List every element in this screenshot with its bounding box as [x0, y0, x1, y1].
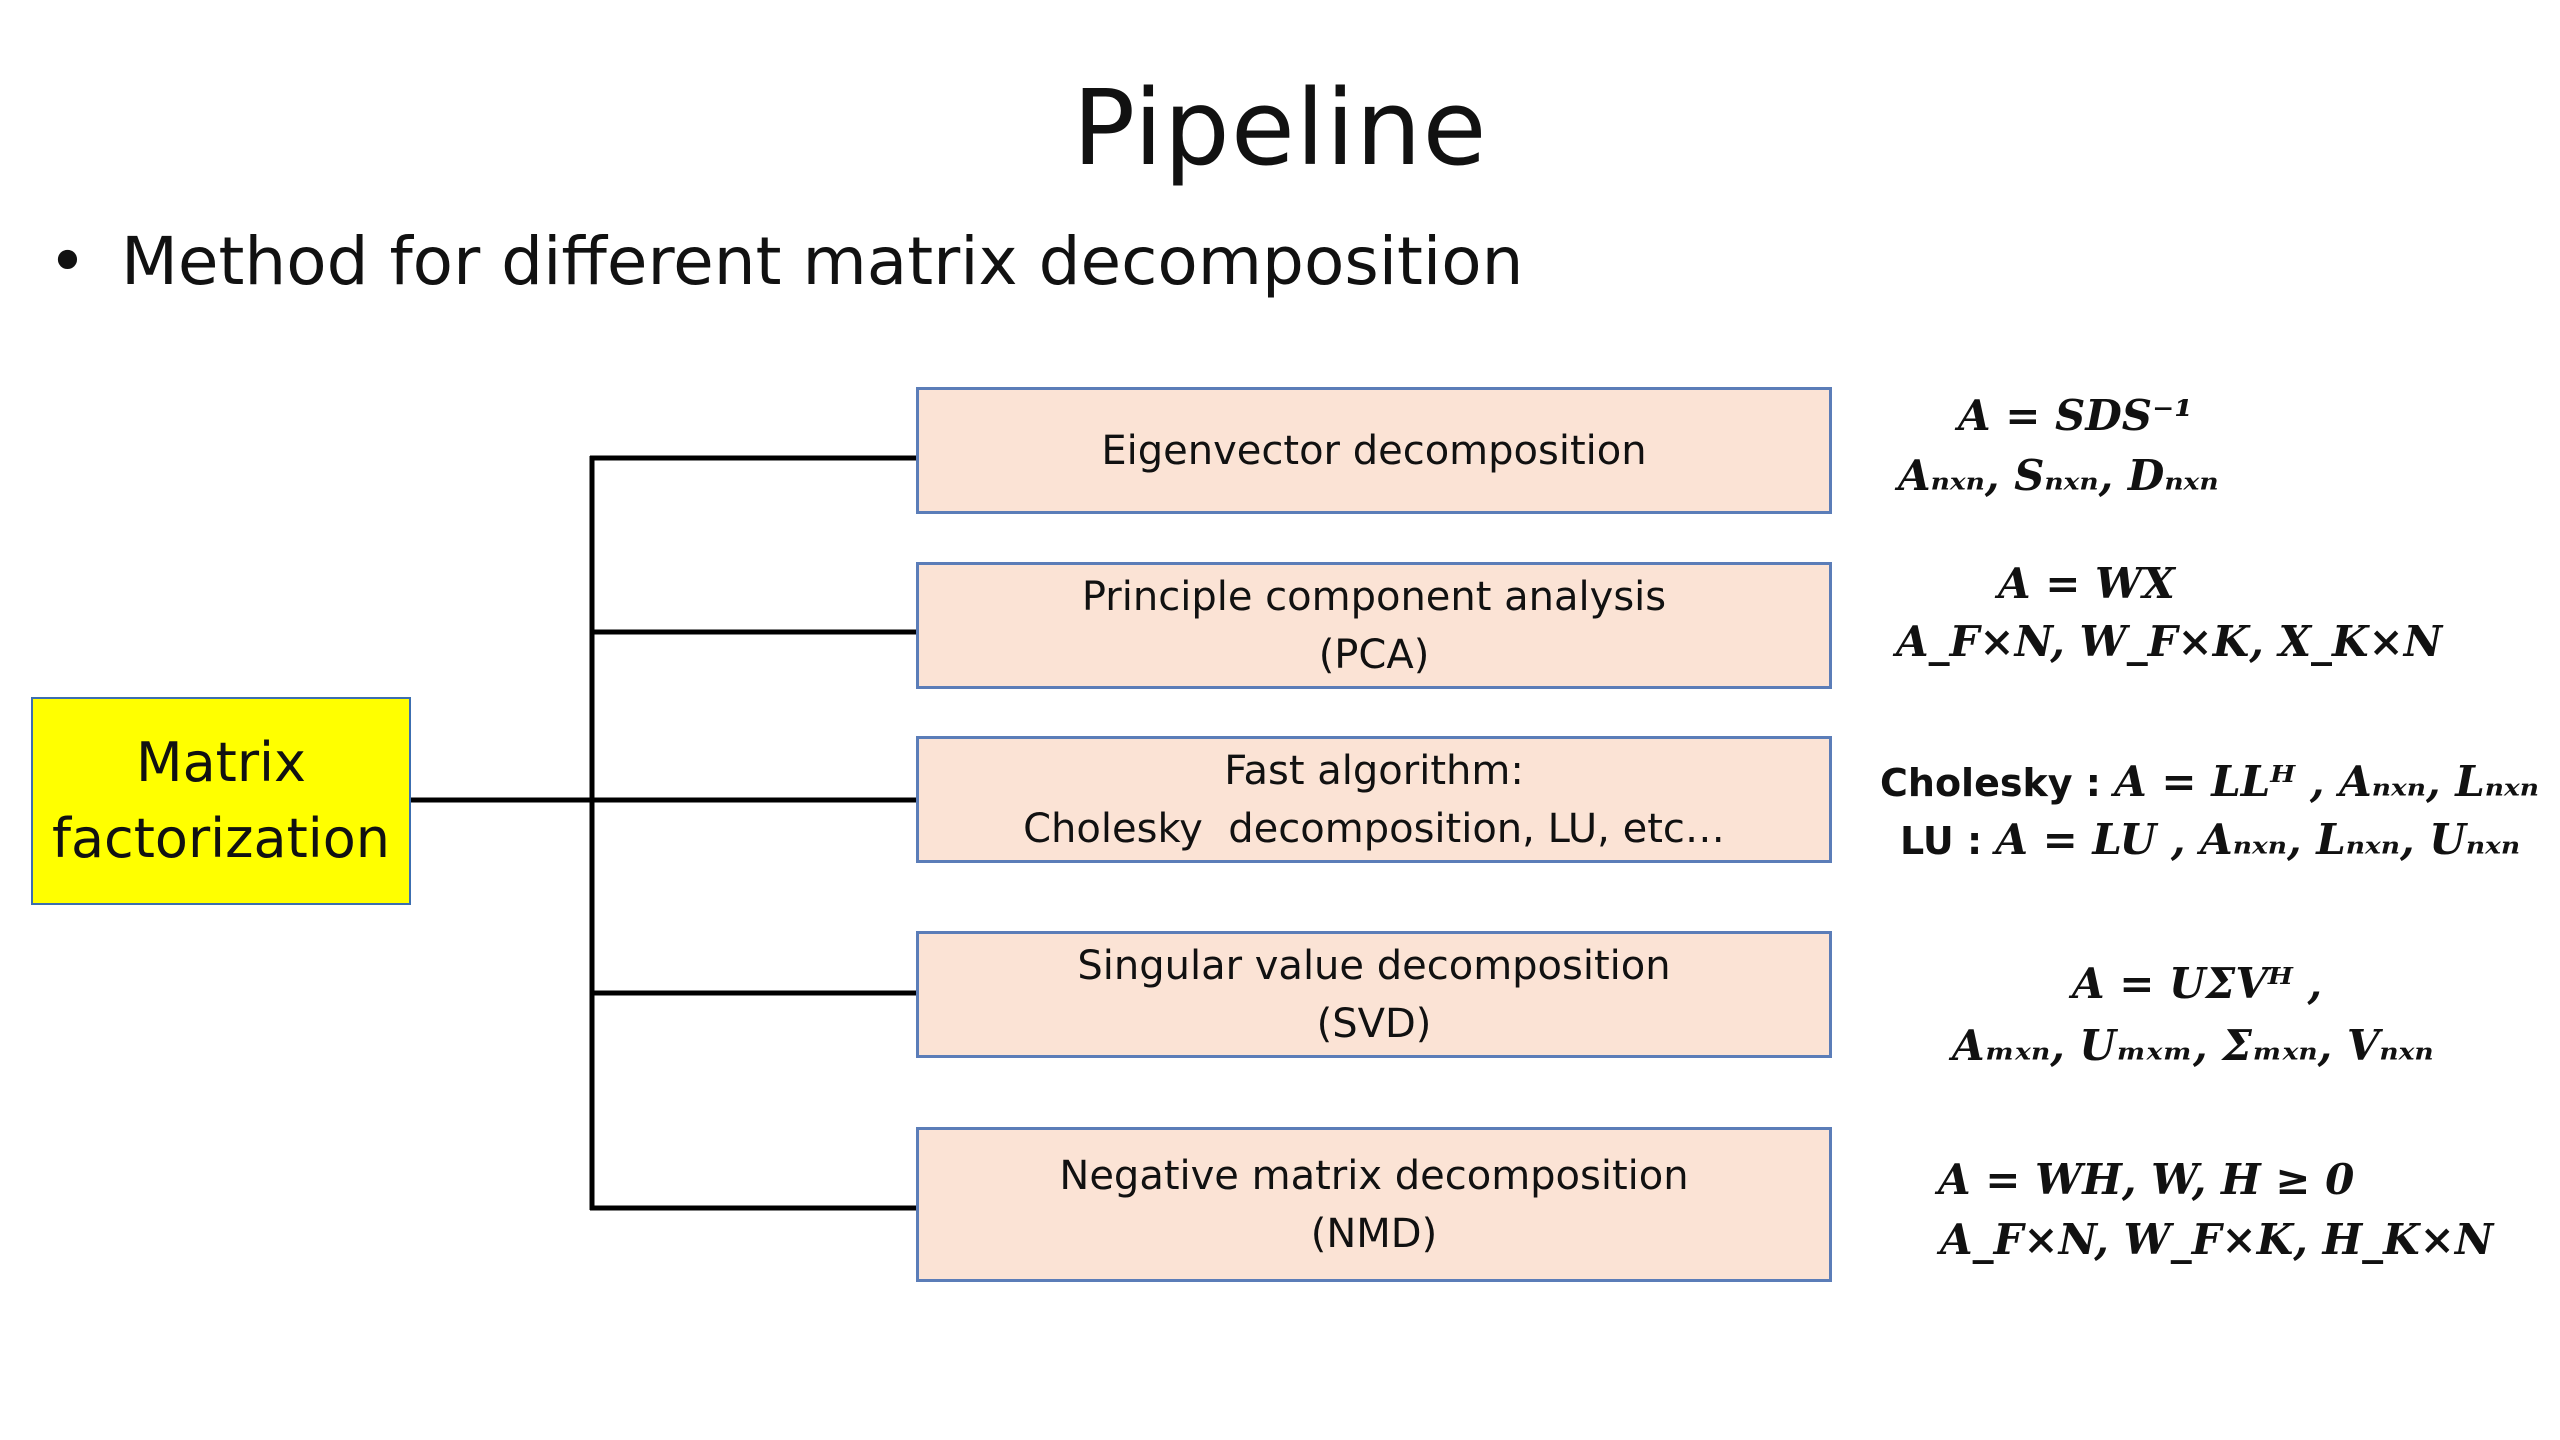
formula-pca-equation: A = WX [1998, 559, 2175, 608]
formula-cholesky: Cholesky : A = LLᴴ , Aₙₓₙ, Lₙₓₙ [1880, 752, 2539, 813]
formula-pca-dimensions: A_F×N, W_F×K, X_K×N [1896, 617, 2443, 666]
formula-lu-equation: A = LU , Aₙₓₙ, Lₙₓₙ, Uₙₓₙ [1995, 815, 2521, 864]
formula-svd-dimensions: Aₘₓₙ, Uₘₓₘ, Σₘₓₙ, Vₙₓₙ [1952, 1021, 2434, 1070]
method-box-nmd: Negative matrix decomposition (NMD) [916, 1127, 1832, 1282]
formula-nmd-equation: A = WH, W, H ≥ 0 [1938, 1155, 2355, 1204]
formula-cholesky-label: Cholesky : [1880, 761, 2115, 805]
method-box-fast-algorithm: Fast algorithm: Cholesky decomposition, … [916, 736, 1832, 863]
root-label-line2: factorization [51, 807, 391, 870]
formula-lu: LU : A = LU , Aₙₓₙ, Lₙₓₙ, Uₙₓₙ [1900, 810, 2520, 871]
method-box-pca: Principle component analysis (PCA) [916, 562, 1832, 689]
formula-svd-equation: A = UΣVᴴ , [2072, 959, 2323, 1008]
formula-eigen-dimensions: Aₙₓₙ, Sₙₓₙ, Dₙₓₙ [1898, 451, 2219, 500]
root-label-line1: Matrix [135, 731, 306, 794]
method-box-svd: Singular value decomposition (SVD) [916, 931, 1832, 1058]
method-box-eigenvector: Eigenvector decomposition [916, 387, 1832, 514]
slide-title: Pipeline [1072, 67, 1488, 189]
root-node-matrix-factorization: Matrix factorization [31, 697, 411, 905]
formula-cholesky-equation: A = LLᴴ , Aₙₓₙ, Lₙₓₙ [2114, 757, 2539, 806]
formula-nmd-dimensions: A_F×N, W_F×K, H_K×N [1940, 1215, 2494, 1264]
formula-eigen-equation: A = SDS⁻¹ [1958, 391, 2193, 440]
bullet-text: Method for different matrix decompositio… [120, 223, 1524, 300]
bullet-item: • Method for different matrix decompositi… [48, 222, 1523, 302]
bullet-icon: • [48, 223, 87, 300]
formula-lu-label: LU : [1900, 819, 1996, 863]
